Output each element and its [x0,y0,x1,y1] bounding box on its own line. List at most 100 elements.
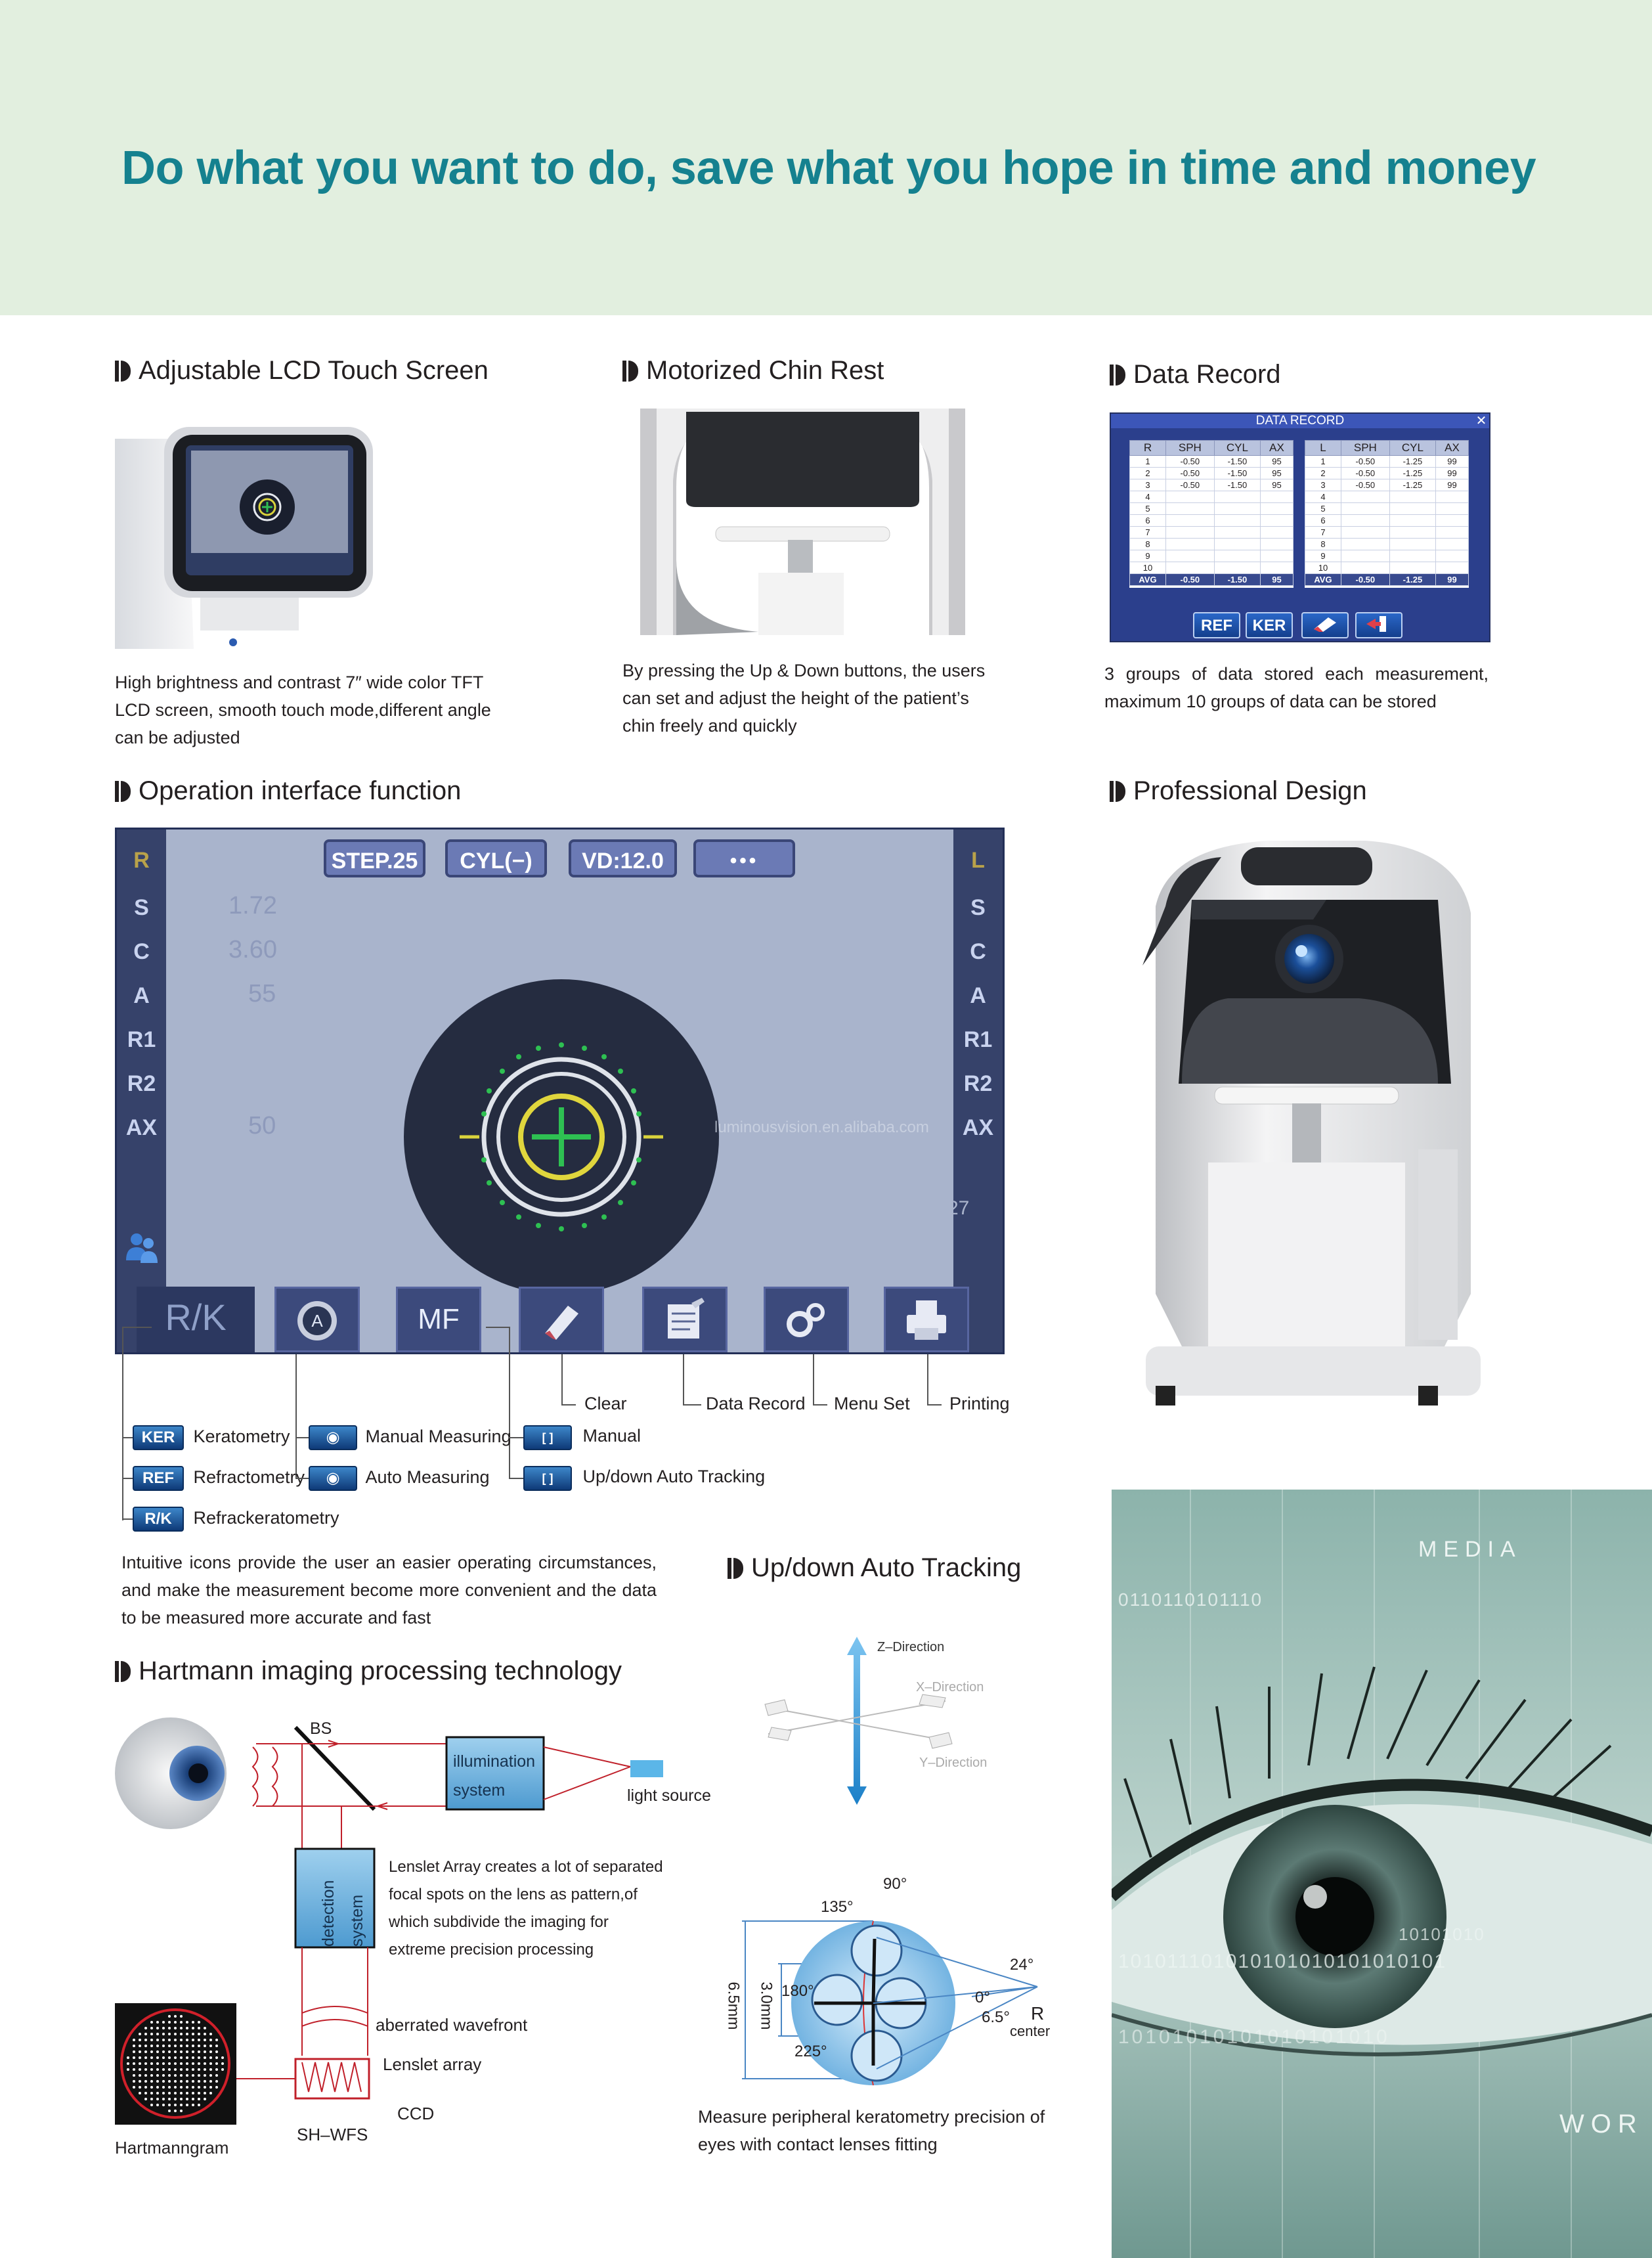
manual-mode-button[interactable]: MF [396,1287,481,1352]
spot [139,2086,141,2089]
angle-24: 24° [1010,1956,1034,1974]
spot [168,2045,171,2047]
spot [127,2056,129,2059]
table-row: 4 [1129,491,1294,503]
illumination-line-2: system [453,1781,506,1800]
spot [186,2050,188,2053]
side-letter: A [133,983,150,1008]
spot [180,2074,183,2077]
spot [174,2021,177,2024]
table-cell [1389,526,1436,539]
auto-measure-button[interactable]: A [274,1287,360,1352]
manual-measuring-label: Manual Measuring [365,1427,511,1446]
chin-rest-photo [640,409,965,635]
media-text: MEDIA [1418,1537,1522,1562]
section-title-record: Data Record [1110,360,1281,389]
ref-button[interactable]: REF [1193,612,1240,638]
spot [168,2050,171,2053]
section-marker-icon [115,1660,131,1682]
spot [174,2027,177,2029]
spot [180,2080,183,2083]
rk-label: Refrackeratometry [193,1508,339,1528]
spot [192,2039,194,2041]
spot [186,2021,188,2024]
spot [209,2045,212,2047]
spot [156,2098,159,2100]
spot [127,2068,129,2071]
menu-set-button[interactable] [764,1287,849,1352]
print-button[interactable] [884,1287,969,1352]
spot [144,2027,147,2029]
spot [186,2045,188,2047]
spot [156,2027,159,2029]
dim-6-5mm: 6.5mm [724,1981,743,2030]
side-letter: AX [962,1115,994,1140]
side-letter: C [133,939,150,964]
spot [139,2050,141,2053]
users-icon[interactable] [123,1230,160,1270]
table-cell: -0.50 [1165,467,1215,479]
wor-text: WOR [1559,2110,1643,2138]
more-button[interactable]: ••• [693,839,795,877]
table-cell [1259,550,1294,562]
table-cell: 8 [1129,538,1166,550]
exit-icon-button[interactable] [1355,612,1402,638]
side-letter: L [971,848,985,873]
table-cell: 1 [1129,455,1166,468]
spot [150,2074,153,2077]
clear-button[interactable] [519,1287,604,1352]
close-icon[interactable]: ✕ [1475,414,1487,428]
spot [168,2110,171,2112]
table-row: 4 [1305,491,1469,503]
spot [174,2098,177,2100]
cyl-button[interactable]: CYL(−) [445,839,547,877]
table-cell: -0.50 [1340,479,1390,491]
section-title-record-text: Data Record [1133,360,1281,389]
manual-label: Manual [582,1426,641,1446]
table-header: CYL [1213,440,1261,456]
callout-line [295,1478,309,1479]
callout-clear: Clear [584,1394,627,1413]
table-cell: 6 [1305,514,1341,527]
spot [186,2074,188,2077]
table-cell: 7 [1129,526,1166,539]
clear-icon-button[interactable] [1301,612,1349,638]
step-button[interactable]: STEP.25 [324,839,425,877]
spot [168,2021,171,2024]
table-row: 8 [1129,538,1294,550]
rk-mode-button[interactable]: R/K [137,1287,255,1352]
ker-button[interactable]: KER [1246,612,1293,638]
operation-screen: R S C A R1 R2 AX L S C A R1 R2 AX STEP.2… [115,828,1005,1354]
spot [139,2068,141,2071]
spot [186,2033,188,2035]
spot [156,2080,159,2083]
section-title-chin-text: Motorized Chin Rest [646,356,884,385]
table-row: 7 [1129,526,1294,539]
ccd-label: CCD [397,2104,435,2123]
spot [209,2092,212,2094]
spot [133,2086,135,2089]
record-description: 3 groups of data stored each measurement… [1104,664,1489,711]
spot [139,2045,141,2047]
spot [192,2027,194,2029]
data-record-button[interactable] [642,1287,728,1352]
spot [139,2033,141,2035]
callout-line [927,1404,942,1406]
legend-auto-measuring: ◉ Auto Measuring [309,1466,490,1491]
hartmann-diagram [112,1708,716,2128]
table-header: AX [1435,440,1469,456]
spot [150,2098,153,2100]
section-title-lcd: Adjustable LCD Touch Screen [115,356,489,386]
intuitive-description: Intuitive icons provide the user an easi… [121,1553,657,1627]
spot [204,2045,206,2047]
callout-line [295,1437,309,1438]
table-cell: 10 [1129,562,1166,574]
table-cell [1165,491,1215,503]
vd-button[interactable]: VD:12.0 [569,839,677,877]
spot [198,2062,200,2065]
spot [215,2074,218,2077]
